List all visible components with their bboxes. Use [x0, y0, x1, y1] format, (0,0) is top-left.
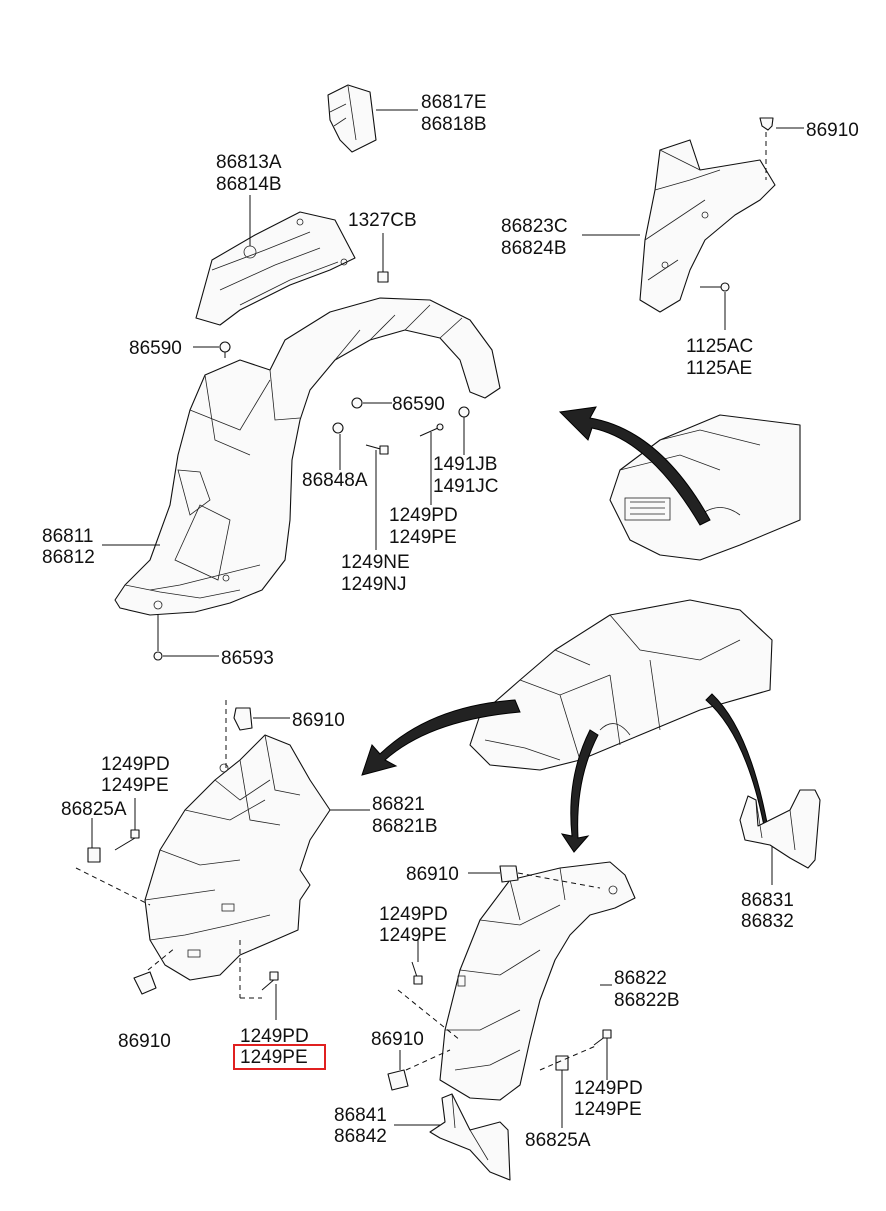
clip-86910-bottom-left-icon: [133, 971, 157, 995]
screw-1249pd-mid-right-icon: [411, 961, 423, 985]
clip-1491jb-icon: [458, 406, 470, 455]
clip-86590-mid-icon: [351, 397, 363, 409]
label-86821b: 86821B: [372, 816, 438, 837]
label-86910-mid-left: 86910: [292, 710, 345, 731]
label-86831: 86831: [741, 890, 794, 911]
label-86821: 86821: [372, 794, 425, 815]
arrow-to-rear-liner-icon: [560, 729, 599, 853]
label-86822b: 86822B: [614, 990, 680, 1011]
label-86812: 86812: [42, 547, 95, 568]
label-86822: 86822: [614, 968, 667, 989]
label-1125ac: 1125AC: [686, 336, 753, 357]
label-1249pd-mid-right: 1249PD: [379, 904, 448, 925]
label-86814b: 86814B: [216, 174, 282, 195]
rear-wheel-liner-part: [439, 861, 636, 1101]
label-86823c: 86823C: [501, 216, 568, 237]
label-86825a-right: 86825A: [525, 1130, 591, 1151]
label-1125ae: 1125AE: [686, 358, 752, 379]
label-86590-upper: 86590: [129, 338, 182, 359]
clip-86825a-right-icon: [555, 1055, 569, 1071]
front-mud-guard-part: [429, 1093, 511, 1181]
clip-86910-top-right-icon: [759, 117, 804, 131]
label-86824b: 86824B: [501, 238, 567, 259]
label-1249pd-bottom-left: 1249PD: [240, 1026, 309, 1047]
clip-86910-mid-right-icon: [499, 865, 519, 883]
front-inner-fender-part: [114, 297, 501, 616]
label-86841: 86841: [334, 1105, 387, 1126]
clip-86593-icon: [153, 651, 163, 661]
label-1249pd-mid-left: 1249PD: [101, 754, 170, 775]
arrow-to-top-liner-icon: [558, 406, 711, 526]
label-1491jb: 1491JB: [433, 454, 497, 475]
label-1249pe-highlighted: 1249PE: [240, 1047, 308, 1068]
upper-shield-part: [195, 211, 356, 326]
label-86811: 86811: [42, 526, 93, 547]
label-86590-mid: 86590: [392, 394, 445, 415]
label-86910-mid-right: 86910: [406, 864, 459, 885]
screw-1249pd-bottom-right-icon: [593, 1029, 612, 1046]
label-1249ne: 1249NE: [341, 552, 410, 573]
label-86910-bottom-right: 86910: [371, 1029, 424, 1050]
part-labels: 86817E 86818B 86813A 86814B 1327CB 86590…: [42, 92, 859, 1151]
label-1327cb: 1327CB: [348, 210, 417, 231]
label-86817e: 86817E: [421, 92, 487, 113]
fender-cap-part: [327, 84, 377, 153]
label-1249pe-bottom-right: 1249PE: [574, 1099, 642, 1120]
label-86832: 86832: [741, 911, 794, 932]
car-side-view-illustration: [469, 599, 773, 771]
clip-1327cb-icon: [377, 271, 389, 283]
screw-1249pd-bottom-left-icon: [261, 971, 279, 991]
arrow-to-front-liner-icon: [361, 699, 521, 776]
screw-1125ac-icon: [700, 282, 730, 292]
label-1249pd-bottom-right: 1249PD: [574, 1078, 643, 1099]
label-86593: 86593: [221, 648, 274, 669]
label-86910-top-right: 86910: [806, 120, 859, 141]
clip-86910-mid-left-icon: [233, 707, 290, 731]
rear-liner-top-part: [639, 139, 776, 313]
rear-mud-guard-part: [739, 789, 821, 869]
label-1249pe-mid-left: 1249PE: [101, 775, 169, 796]
label-1249pe-top: 1249PE: [389, 527, 457, 548]
label-86813a: 86813A: [216, 152, 282, 173]
highlight-box: [233, 1044, 326, 1070]
clip-86848a-icon: [332, 422, 344, 434]
screw-1249ne-icon: [365, 444, 389, 455]
label-86910-bottom-left: 86910: [118, 1031, 171, 1052]
label-86842: 86842: [334, 1126, 387, 1147]
label-86825a-left: 86825A: [61, 799, 127, 820]
label-1249pd-top: 1249PD: [389, 505, 458, 526]
label-1249nj: 1249NJ: [341, 574, 407, 595]
clip-86910-bottom-right-icon: [387, 1069, 409, 1091]
screw-1249pd-mid-left-icon: [114, 829, 140, 851]
label-1249pe-mid-right: 1249PE: [379, 925, 447, 946]
screw-1249pd-top-icon: [419, 423, 444, 437]
label-1491jc: 1491JC: [433, 476, 499, 497]
clip-86825a-left-icon: [87, 847, 101, 863]
label-86818b: 86818B: [421, 114, 487, 135]
clip-86590-upper-icon: [219, 341, 231, 358]
label-86848a: 86848A: [302, 470, 368, 491]
front-wheel-liner-part: [144, 734, 331, 981]
